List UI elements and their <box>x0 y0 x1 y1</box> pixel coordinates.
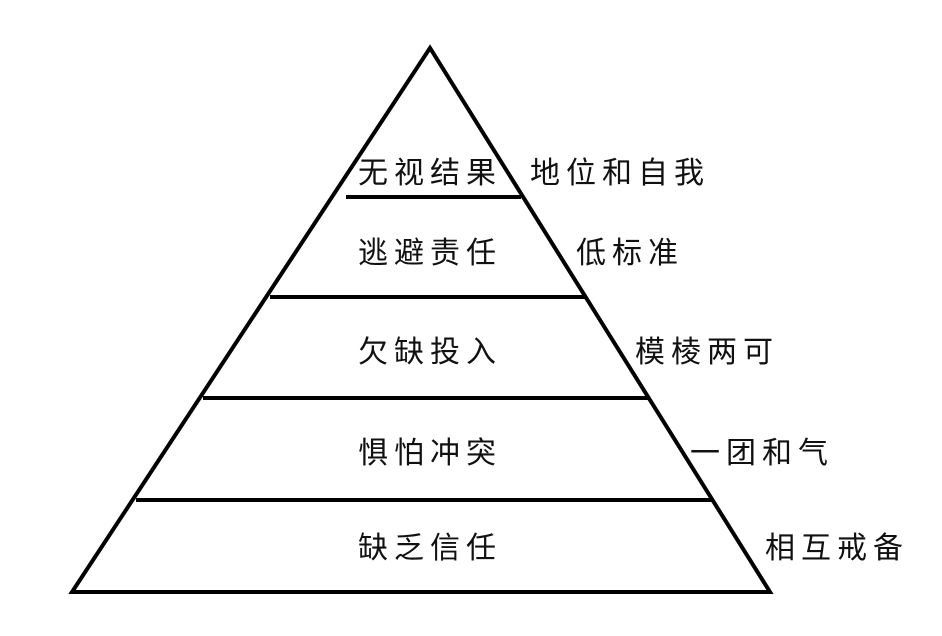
symptom-label-low-standards: 低标准 <box>576 236 684 271</box>
level-label-trust: 缺乏信任 <box>358 531 502 566</box>
symptom-label-status-ego: 地位和自我 <box>530 156 710 191</box>
symptom-label-invulnerability: 相互戒备 <box>765 531 909 566</box>
symptom-label-artificial-harmony: 一团和气 <box>690 436 834 471</box>
level-label-accountability: 逃避责任 <box>358 236 502 271</box>
symptom-label-ambiguity: 模棱两可 <box>635 335 779 370</box>
level-label-commitment: 欠缺投入 <box>358 335 502 370</box>
level-label-results: 无视结果 <box>358 156 502 191</box>
level-label-conflict: 惧怕冲突 <box>358 436 502 471</box>
pyramid-outline <box>68 44 774 594</box>
